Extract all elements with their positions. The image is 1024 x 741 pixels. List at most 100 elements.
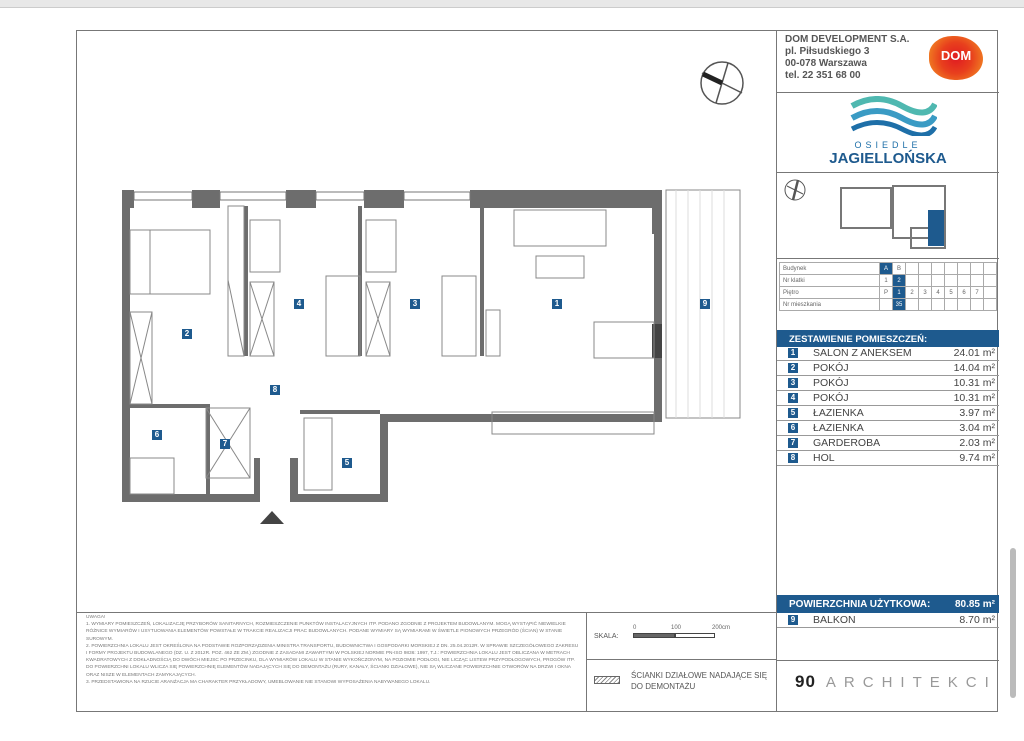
rooms-2-no: 3 xyxy=(788,378,798,388)
room-label-6: 6 xyxy=(152,430,162,440)
info_table-rows-1-cells-0: 1 xyxy=(879,274,893,287)
rooms-7-no: 8 xyxy=(788,453,798,463)
info_table-rows-3-cells-1: 35 xyxy=(892,298,906,311)
room-label-9: 9 xyxy=(700,299,710,309)
rooms-header: ZESTAWIENIE POMIESZCZEŃ: xyxy=(777,330,999,347)
info_table-rows-2-cells-4: 4 xyxy=(931,286,945,299)
info_table-rows-1-cells-1: 2 xyxy=(892,274,906,287)
notes-title: UWAGA! xyxy=(86,615,106,620)
legend-line2: DO DEMONTAŻU xyxy=(631,682,696,691)
rooms-0-area: 24.01 m² xyxy=(953,347,995,359)
scale-bar-filled xyxy=(633,633,675,638)
rooms-2-name: POKÓJ xyxy=(813,377,849,389)
rooms-6-area: 2.03 m² xyxy=(959,437,995,449)
scale-box: SKALA: 0 100 200cm xyxy=(586,612,776,660)
rooms-6-name: GARDEROBA xyxy=(813,437,881,449)
architect-logo: 90 xyxy=(795,672,816,691)
rooms-4-no: 5 xyxy=(788,408,798,418)
scale-t2: 200cm xyxy=(712,625,731,631)
rooms-5-area: 3.04 m² xyxy=(959,422,995,434)
legend-line1: ŚCIANKI DZIAŁOWE NADAJĄCE SIĘ xyxy=(631,671,768,680)
scale-t1: 100 xyxy=(671,625,682,631)
hatch-swatch-icon xyxy=(594,676,620,684)
info_table-rows-2-cells-2: 2 xyxy=(905,286,919,299)
rooms-3-area: 10.31 m² xyxy=(953,392,995,404)
info_table-rows-2-cells-6: 6 xyxy=(957,286,971,299)
rooms-2-area: 10.31 m² xyxy=(953,377,995,389)
info_table-rows-2-cells-3: 3 xyxy=(918,286,932,299)
info_table-rows-2-label: Piętro xyxy=(779,286,880,299)
note-item: 2. POWIERZCHNIA LOKALU JEST OKREŚLONA NA… xyxy=(86,643,579,678)
entrance-arrow-icon xyxy=(260,511,284,524)
scale-bar-empty xyxy=(675,633,715,638)
company-phone: tel. 22 351 68 00 xyxy=(785,70,861,81)
dom-logo-text: DOM xyxy=(940,48,972,63)
legend-box: ŚCIANKI DZIAŁOWE NADAJĄCE SIĘ DO DEMONTA… xyxy=(586,660,776,712)
wave-logo-icon xyxy=(850,96,937,136)
room-label-4: 4 xyxy=(294,299,304,309)
info_table-rows-0-label: Budynek xyxy=(779,262,880,275)
info_table-rows-0-cells-1: B xyxy=(892,262,906,275)
info_table-rows-2-cells-5: 5 xyxy=(944,286,958,299)
total-area: 80.85 m² xyxy=(954,599,995,610)
walls xyxy=(122,190,662,502)
rooms-1-no: 2 xyxy=(788,363,798,373)
room-label-3: 3 xyxy=(410,299,420,309)
rooms-7-name: HOL xyxy=(813,452,835,464)
viewer-top-bar xyxy=(0,0,1024,8)
rooms-4-area: 3.97 m² xyxy=(959,407,995,419)
furniture xyxy=(129,189,741,495)
row-nr-mieszkania: Nr mieszkania 35 xyxy=(779,298,997,311)
architect-name: ARCHITEKCI xyxy=(825,674,997,691)
room-row: 1 SALON Z ANEKSEM 24.01 m² xyxy=(777,346,999,361)
rooms-3-name: POKÓJ xyxy=(813,392,849,404)
room-label-8: 8 xyxy=(270,385,280,395)
rooms-0-no: 1 xyxy=(788,348,798,358)
rooms-1-name: POKÓJ xyxy=(813,362,849,374)
room-row: 7 GARDEROBA 2.03 m² xyxy=(777,436,999,451)
project-name-line1: OSIEDLE xyxy=(854,140,922,150)
room-label-5: 5 xyxy=(342,458,352,468)
architect-logo: 90 ARCHITEKCI xyxy=(795,672,997,692)
company-city: 00-078 Warszawa xyxy=(785,58,867,69)
room-row: 5 ŁAZIENKA 3.97 m² xyxy=(777,406,999,421)
rooms-5-no: 6 xyxy=(788,423,798,433)
room-label-7: 7 xyxy=(220,439,230,449)
balcony-area: 8.70 m² xyxy=(959,614,995,626)
rooms-0-name: SALON Z ANEKSEM xyxy=(813,347,912,359)
info_table-rows-3-label: Nr mieszkania xyxy=(779,298,880,311)
rooms-5-name: ŁAZIENKA xyxy=(813,422,864,434)
total-area-bar: POWIERZCHNIA UŻYTKOWA: 80.85 m² xyxy=(777,595,999,613)
north-arrow-icon xyxy=(700,61,744,105)
info_table-rows-0-cells-0: A xyxy=(879,262,893,275)
rooms-3-no: 4 xyxy=(788,393,798,403)
scale-label: SKALA: xyxy=(594,633,619,640)
info-panel: DOM DEVELOPMENT S.A. pl. Piłsudskiego 3 … xyxy=(776,30,999,712)
info_table-rows-2-cells-7: 7 xyxy=(970,286,984,299)
rooms-6-no: 7 xyxy=(788,438,798,448)
note-item: 3. PRZEDSTAWIONA NA RZUCIE ARANŻACJA MA … xyxy=(86,679,431,685)
info_table-rows-1-label: Nr klatki xyxy=(779,274,880,287)
company-info: DOM DEVELOPMENT S.A. pl. Piłsudskiego 3 … xyxy=(785,34,909,82)
rooms-4-name: ŁAZIENKA xyxy=(813,407,864,419)
rooms-7-area: 9.74 m² xyxy=(959,452,995,464)
room-label-1: 1 xyxy=(552,299,562,309)
info_table-rows-2-cells-0: P xyxy=(879,286,893,299)
total-label: POWIERZCHNIA UŻYTKOWA: xyxy=(789,599,931,610)
floor-plan xyxy=(122,61,744,524)
dom-logo: DOM xyxy=(929,36,983,80)
note-item: 1. WYMIARY POMIESZCZEŃ, LOKALIZACJĘ PRZY… xyxy=(86,622,566,642)
scrollbar[interactable] xyxy=(1010,548,1016,698)
info_table-rows-2-cells-1: 1 xyxy=(892,286,906,299)
building-keyplan xyxy=(784,179,946,249)
company-street: pl. Piłsudskiego 3 xyxy=(785,46,870,57)
balcony-no: 9 xyxy=(788,615,798,625)
room-row: 8 HOL 9.74 m² xyxy=(777,451,999,466)
windows xyxy=(133,191,471,201)
